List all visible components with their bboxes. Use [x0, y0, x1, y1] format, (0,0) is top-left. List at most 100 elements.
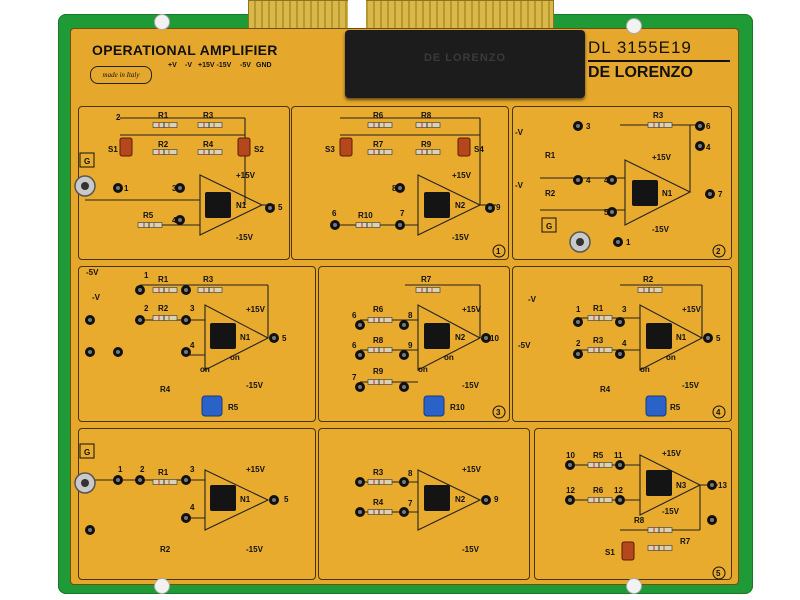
opamp-label: N1	[662, 189, 673, 198]
resistor-label: R10	[358, 211, 373, 220]
banana-jack	[613, 237, 623, 247]
terminal-number: 4	[622, 339, 627, 348]
resistor	[415, 287, 441, 293]
resistor-label: R9	[421, 140, 432, 149]
banana-jack	[399, 477, 409, 487]
terminal-number: 6	[352, 311, 357, 320]
resistor-label: R6	[593, 486, 604, 495]
ic-chip	[632, 180, 658, 206]
resistor-label: R3	[373, 468, 384, 477]
resistor	[587, 497, 613, 503]
banana-jack	[565, 495, 575, 505]
module-panel-4	[512, 266, 732, 422]
banana-jack	[175, 215, 185, 225]
banana-jack	[707, 515, 717, 525]
banana-jack	[485, 203, 495, 213]
rail-label-gnd: GND	[256, 62, 272, 69]
ic-chip	[424, 323, 450, 349]
banana-jack	[573, 121, 583, 131]
banana-jack	[113, 183, 123, 193]
rail-label-minus-v: -V	[185, 62, 192, 69]
ic-chip	[646, 470, 672, 496]
supply-label: -15V	[662, 507, 680, 516]
banana-jack	[113, 475, 123, 485]
resistor	[152, 315, 178, 321]
rail-label-15v: +15V -15V	[198, 62, 232, 69]
terminal-number: 7	[400, 209, 405, 218]
banana-jack	[135, 285, 145, 295]
switch-on-label: on	[444, 353, 454, 362]
supply-label: +15V	[662, 449, 682, 458]
trimmer-pot	[201, 395, 223, 417]
banana-jack	[395, 183, 405, 193]
terminal-number: 4	[190, 503, 195, 512]
toggle-switch	[237, 137, 251, 157]
resistor-label: R4	[373, 498, 384, 507]
chip-marking: DE LORENZO	[423, 52, 507, 64]
terminal-number: 6	[352, 341, 357, 350]
supply-label: -5V	[518, 341, 531, 350]
terminal-number: 2	[144, 304, 149, 313]
resistor	[367, 479, 393, 485]
switch-label: S1	[605, 548, 615, 557]
terminal-number: 1	[626, 238, 631, 247]
banana-jack	[695, 121, 705, 131]
resistor-label: R3	[593, 336, 604, 345]
terminal-number: 12	[614, 486, 623, 495]
rail-label-minus-5v: -5V	[240, 62, 251, 69]
resistor	[152, 149, 178, 155]
banana-jack	[181, 315, 191, 325]
supply-label: -15V	[462, 545, 480, 554]
trimmers	[201, 395, 667, 417]
banana-jack	[181, 285, 191, 295]
resistor	[367, 509, 393, 515]
resistor-label: R8	[373, 336, 384, 345]
terminal-number: 3	[586, 122, 591, 131]
toggle-switch	[457, 137, 471, 157]
terminal-number: 7	[718, 190, 723, 199]
board-title: OPERATIONAL AMPLIFIER	[92, 42, 278, 58]
terminal-number: 8	[392, 184, 397, 193]
terminal-number: 5	[604, 208, 609, 217]
terminal-number: 5	[282, 334, 287, 343]
terminal-number: 9	[408, 341, 413, 350]
module-panel-2	[512, 106, 732, 260]
opamp-symbol	[199, 174, 264, 236]
banana-jack	[399, 382, 409, 392]
resistor-label: R9	[373, 367, 384, 376]
resistor-label: R2	[643, 275, 654, 284]
banana-jack	[175, 183, 185, 193]
resistor-label: R5	[143, 211, 154, 220]
supply-label: -15V	[452, 233, 470, 242]
banana-jack	[399, 320, 409, 330]
resistor	[197, 149, 223, 155]
banana-jack	[85, 315, 95, 325]
mount-hole	[154, 578, 170, 594]
resistor-label: R5	[593, 451, 604, 460]
resistor	[415, 149, 441, 155]
resistor-label: R1	[158, 275, 169, 284]
rail-label-plus-v: +V	[168, 62, 177, 69]
supply-label: -V	[515, 128, 524, 137]
resistor-label: R1	[593, 304, 604, 313]
terminal-number: 9	[496, 203, 501, 212]
supply-label: +15V	[462, 465, 482, 474]
banana-jack	[135, 315, 145, 325]
resistor-label: R3	[653, 111, 664, 120]
resistor-label: R2	[160, 545, 171, 554]
terminal-number: 3	[172, 184, 177, 193]
resistor-label: R1	[545, 151, 556, 160]
resistor-label: R7	[373, 140, 384, 149]
toggle-switch	[339, 137, 353, 157]
ic-chip	[205, 192, 231, 218]
resistor	[367, 347, 393, 353]
resistor-label: R4	[203, 140, 214, 149]
ground-label: G	[84, 157, 90, 166]
banana-jack	[181, 475, 191, 485]
terminal-number: 8	[408, 311, 413, 320]
banana-jack	[705, 189, 715, 199]
banana-jack	[565, 460, 575, 470]
resistor	[152, 287, 178, 293]
resistor-label: R8	[634, 516, 645, 525]
